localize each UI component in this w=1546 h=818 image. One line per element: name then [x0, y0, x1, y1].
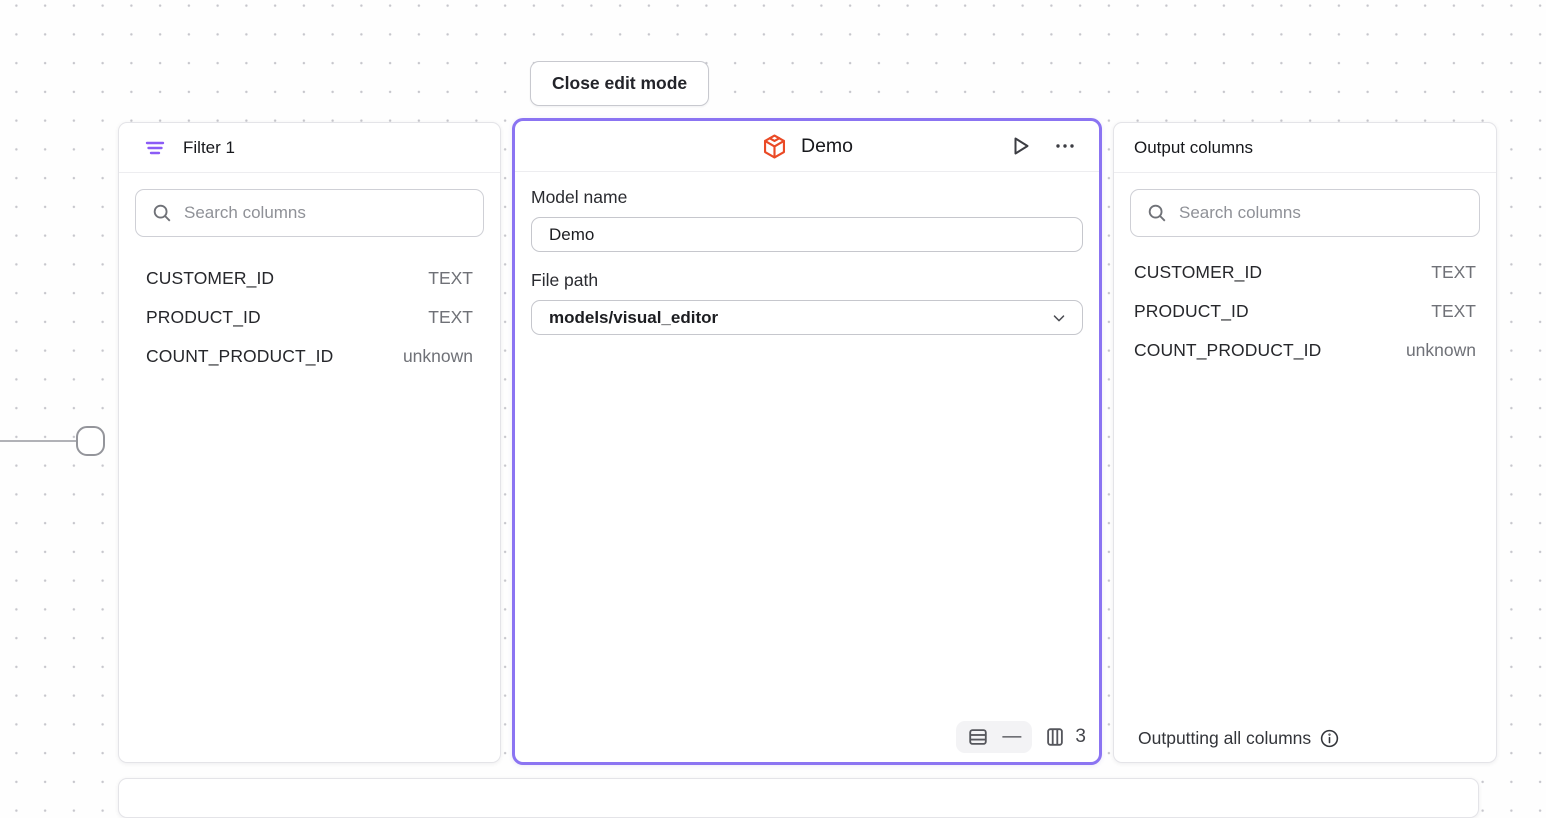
row-count-stat[interactable]: —: [956, 721, 1033, 753]
search-icon: [151, 202, 173, 224]
search-icon: [1146, 202, 1168, 224]
column-type: TEXT: [428, 307, 473, 327]
model-name-label: Model name: [531, 187, 628, 207]
model-panel-title: Demo: [800, 134, 854, 157]
column-row[interactable]: PRODUCT_ID TEXT: [1114, 292, 1496, 331]
column-name: PRODUCT_ID: [1134, 301, 1249, 321]
column-type: unknown: [402, 346, 473, 366]
connector-handle[interactable]: [76, 426, 105, 456]
filter-search-box[interactable]: [135, 189, 484, 237]
column-row[interactable]: CUSTOMER_ID TEXT: [119, 259, 500, 298]
file-path-value: models/visual_editor: [549, 307, 719, 327]
filter-column-list: CUSTOMER_ID TEXT PRODUCT_ID TEXT COUNT_P…: [119, 253, 500, 382]
column-name: CUSTOMER_ID: [1134, 262, 1263, 282]
output-panel-title: Output columns: [1134, 137, 1254, 157]
ellipsis-icon: [1056, 144, 1074, 148]
model-menu-button[interactable]: [1053, 134, 1077, 158]
column-type: TEXT: [1431, 262, 1476, 282]
filter-icon: [143, 136, 167, 160]
filter-node-panel[interactable]: Filter 1 CUSTOMER_ID TEXT PRODUCT_ID TEX…: [118, 122, 501, 763]
file-path-select[interactable]: models/visual_editor: [531, 300, 1083, 335]
run-model-button[interactable]: [1009, 134, 1033, 158]
output-footer-text: Outputting all columns: [1138, 728, 1312, 748]
model-panel-header: Demo: [515, 121, 1099, 172]
model-cube-icon: [761, 133, 788, 160]
column-count-value: 3: [1075, 726, 1086, 747]
column-type: unknown: [1405, 340, 1476, 360]
output-search-box[interactable]: [1130, 189, 1480, 237]
column-row[interactable]: COUNT_PRODUCT_ID unknown: [119, 337, 500, 376]
columns-icon: [1044, 726, 1066, 748]
column-count-stat[interactable]: 3: [1044, 726, 1086, 748]
column-name: CUSTOMER_ID: [146, 268, 275, 288]
column-type: TEXT: [1431, 301, 1476, 321]
filter-panel-header: Filter 1: [119, 123, 500, 173]
chevron-down-icon: [1050, 309, 1068, 327]
column-name: COUNT_PRODUCT_ID: [146, 346, 334, 366]
play-icon: [1014, 137, 1029, 155]
row-count-value: —: [1002, 726, 1022, 747]
bottom-node-panel[interactable]: [118, 778, 1479, 818]
output-search-input[interactable]: [1179, 203, 1464, 223]
filter-panel-title: Filter 1: [183, 137, 235, 157]
filter-search-input[interactable]: [184, 203, 468, 223]
output-columns-panel[interactable]: Output columns CUSTOMER_ID TEXT PRODUCT_…: [1113, 122, 1497, 763]
column-row[interactable]: COUNT_PRODUCT_ID unknown: [1114, 331, 1496, 370]
column-name: COUNT_PRODUCT_ID: [1134, 340, 1322, 360]
file-path-label: File path: [531, 270, 599, 290]
model-node-panel[interactable]: Demo Model name File path models/visual_…: [512, 118, 1102, 765]
info-icon[interactable]: [1319, 728, 1340, 749]
column-row[interactable]: CUSTOMER_ID TEXT: [1114, 253, 1496, 292]
output-column-list: CUSTOMER_ID TEXT PRODUCT_ID TEXT COUNT_P…: [1114, 253, 1496, 376]
output-panel-header: Output columns: [1114, 123, 1496, 173]
rows-icon: [967, 726, 989, 748]
column-name: PRODUCT_ID: [146, 307, 261, 327]
connector-edge: [0, 440, 78, 442]
column-type: TEXT: [428, 268, 473, 288]
model-name-input[interactable]: [531, 217, 1083, 252]
column-row[interactable]: PRODUCT_ID TEXT: [119, 298, 500, 337]
output-footer: Outputting all columns: [1138, 728, 1340, 749]
model-stats: — 3: [956, 721, 1086, 753]
close-edit-mode-button[interactable]: Close edit mode: [530, 61, 710, 106]
